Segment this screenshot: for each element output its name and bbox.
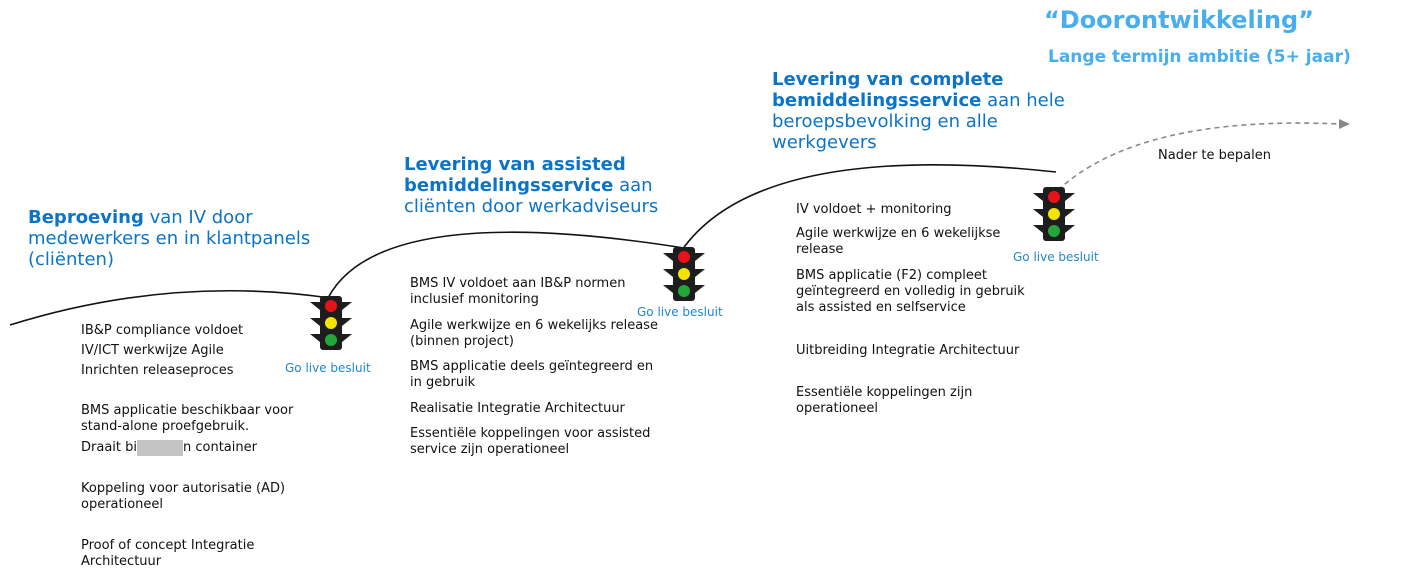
- curve-phase-2: [327, 231, 685, 299]
- list-item: BMS applicatie (F2) compleet geïntegreer…: [796, 268, 1025, 315]
- phase-1-title: Beproeving van IV door medewerkers en in…: [28, 207, 310, 270]
- curve-future-dashed: [1057, 122, 1341, 191]
- future-title: “Doorontwikkeling”: [1044, 6, 1314, 34]
- list-item-part: Draait bi: [81, 440, 137, 455]
- phase-3-title-rest: aan hele: [981, 90, 1065, 111]
- phase-1-title-line2: medewerkers en in klantpanels: [28, 228, 311, 249]
- phase-1-title-line3: (cliënten): [28, 249, 114, 270]
- list-item: Uitbreiding Integratie Architectuur: [796, 343, 1020, 358]
- list-item: Koppeling voor autorisatie (AD) operatio…: [81, 481, 286, 512]
- go-live-label-1: Go live besluit: [285, 361, 371, 375]
- phase-1-title-bold: Beproeving: [28, 207, 144, 228]
- curve-phase-1: [9, 289, 331, 326]
- list-item: IV/ICT werkwijze Agile: [81, 343, 224, 358]
- list-item: IB&P compliance voldoet: [81, 323, 244, 338]
- list-item: Agile werkwijze en 6 wekelijkse release: [796, 226, 1001, 257]
- future-arrowhead: [1339, 119, 1350, 129]
- traffic-light-icon-2: [663, 247, 705, 301]
- phase-2-title-rest: aan: [613, 175, 653, 196]
- list-item: Realisatie Integratie Architectuur: [410, 401, 625, 416]
- phase-2-title-bold-1: Levering van assisted: [404, 154, 626, 175]
- phase-3-title-line4: werkgevers: [772, 132, 877, 153]
- traffic-light-icon-1: [310, 296, 352, 350]
- curve-phase-3: [681, 164, 1057, 251]
- list-item: Essentiële koppelingen zijn operationeel: [796, 385, 973, 416]
- phase-2-title: Levering van assisted bemiddelingsservic…: [404, 154, 658, 217]
- phase-2-title-bold-2: bemiddelingsservice: [404, 175, 614, 196]
- future-note: Nader te bepalen: [1158, 148, 1271, 163]
- phase-3-title-bold-2: bemiddelingsservice: [772, 90, 982, 111]
- list-item-part: n container: [183, 440, 257, 455]
- list-item: IV voldoet + monitoring: [796, 202, 952, 217]
- list-item: Essentiële koppelingen voor assisted ser…: [410, 426, 651, 457]
- phase-1-title-rest: van IV door: [143, 207, 253, 228]
- phase-3-title: Levering van complete bemiddelingsservic…: [772, 69, 1065, 153]
- go-live-label-3: Go live besluit: [1013, 250, 1099, 264]
- future-subtitle: Lange termijn ambitie (5+ jaar): [1048, 47, 1351, 67]
- traffic-light-icon-3: [1033, 187, 1075, 241]
- redacted-block: [137, 440, 183, 456]
- phase-3-title-line3: beroepsbevolking en alle: [772, 111, 998, 132]
- list-item: Inrichten releaseproces: [81, 363, 234, 378]
- phase-2-title-line3: cliënten door werkadviseurs: [404, 196, 659, 217]
- go-live-label-2: Go live besluit: [637, 305, 723, 319]
- list-item: BMS applicatie beschikbaar voor stand-al…: [81, 403, 294, 434]
- phase-3-title-bold-1: Levering van complete: [772, 69, 1004, 90]
- list-item: BMS applicatie deels geïntegreerd en in …: [410, 359, 654, 390]
- list-item: BMS IV voldoet aan IB&P normen inclusief…: [410, 276, 626, 307]
- list-item: Agile werkwijze en 6 wekelijks release (…: [410, 318, 658, 349]
- list-item: Draait bi n container: [81, 440, 257, 456]
- list-item: Proof of concept Integratie Architectuur: [81, 538, 255, 569]
